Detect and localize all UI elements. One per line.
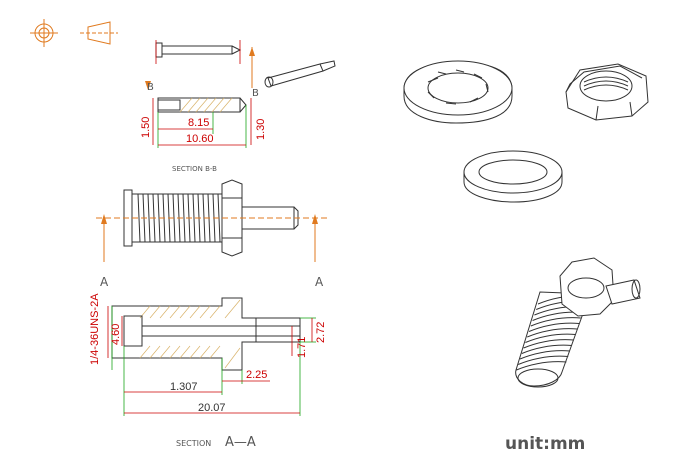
dim-1-307: 1.307 (170, 381, 198, 393)
cut-label-a-right: A (315, 275, 324, 289)
connector-3d (515, 257, 641, 388)
thread-line (137, 193, 141, 243)
dim-2-72: 2.72 (315, 322, 327, 343)
dim-1-71: 1.71 (296, 337, 308, 358)
thread-ring (521, 344, 572, 354)
thread-ring (518, 355, 569, 365)
section-aa-letters: A—A (225, 435, 256, 450)
dim-10-60: 10.60 (186, 133, 214, 145)
thread-line (182, 193, 186, 243)
unit-label: unit:mm (505, 434, 585, 454)
dim-1-50: 1.50 (140, 117, 152, 138)
section-aa-view (107, 297, 316, 416)
projection-symbol (30, 19, 118, 47)
dim-2-25: 2.25 (246, 369, 267, 381)
lock-washer-3d (403, 60, 513, 124)
pin-3d-view (264, 60, 336, 88)
dim-20-07: 20.07 (198, 402, 226, 414)
thread-ring (525, 333, 576, 343)
thread-line (147, 193, 151, 243)
section-aa-label: SECTION (176, 439, 211, 448)
thread-ring (527, 328, 578, 338)
dim-8-15: 8.15 (188, 117, 209, 129)
cut-label-b-right: B (252, 88, 259, 99)
dim-1-30: 1.30 (255, 119, 267, 140)
section-bb-view (152, 97, 252, 148)
dim-4-60: 4.60 (110, 324, 122, 345)
dim-thread: 1/4-36UNS-2A (89, 293, 101, 365)
hex-nut-3d (565, 63, 649, 121)
thread-ring (528, 322, 580, 332)
thread-line (192, 193, 196, 243)
cut-label-b-left: B (147, 82, 154, 93)
thread-ring (523, 339, 574, 349)
connector-side-view (96, 179, 330, 262)
section-bb-label: SECTION B-B (172, 165, 217, 173)
cut-label-a-left: A (100, 275, 109, 289)
thread-ring (530, 317, 581, 327)
flat-washer-3d (463, 150, 563, 203)
pin-side-view (145, 40, 255, 90)
thread-ring (516, 361, 567, 371)
thread-ring (519, 350, 571, 360)
